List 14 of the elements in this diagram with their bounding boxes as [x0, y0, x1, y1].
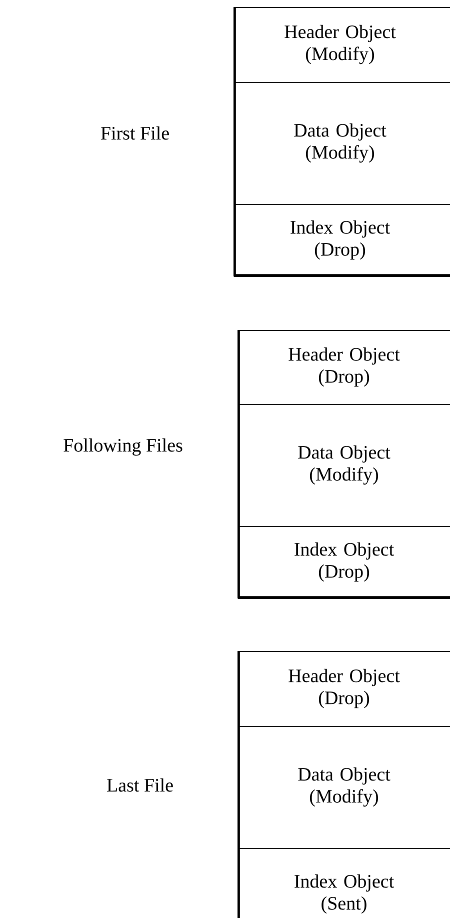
section-box: Index Object (Drop)	[234, 204, 450, 277]
file-box	[234, 7, 450, 277]
file-label: First File	[100, 126, 169, 140]
file-box	[238, 330, 450, 599]
section-box: Header Object (Modify)	[234, 7, 450, 83]
section-box: Data Object (Modify)	[238, 726, 450, 849]
section-box: Index Object (Drop)	[238, 526, 450, 599]
section-box: Header Object (Drop)	[238, 651, 450, 727]
file-label: Following Files	[64, 438, 182, 456]
section-box: Header Object (Drop)	[238, 330, 450, 405]
section-box: Index Object (Sent)	[238, 848, 450, 918]
section-box: Data Object (Modify)	[234, 82, 450, 205]
section-box: Data Object (Modify)	[238, 404, 450, 527]
file-label: Last File	[107, 778, 173, 792]
